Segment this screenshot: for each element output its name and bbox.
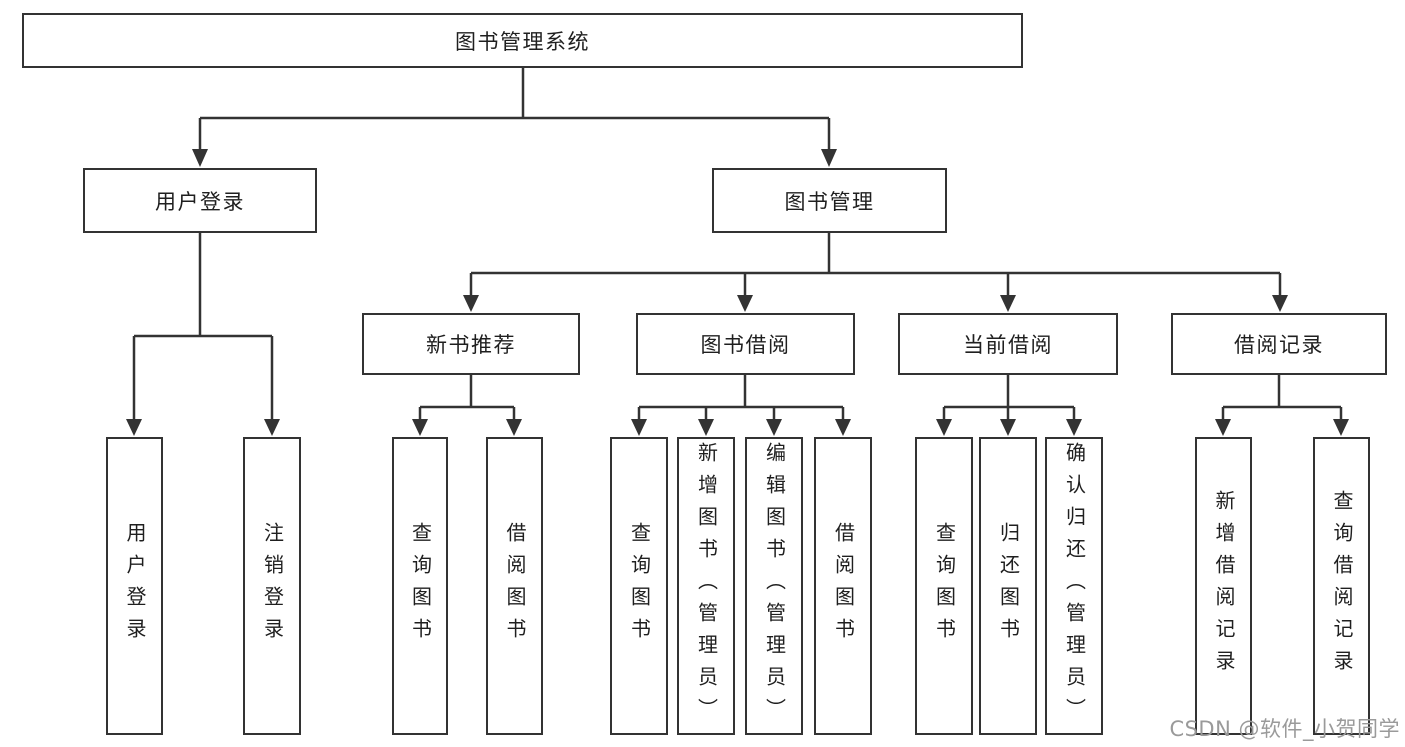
node-new-book-recommend: 新书推荐 (362, 313, 580, 375)
leaf-user-login: 用户登录 (106, 437, 163, 735)
leaf-query-books-recommend: 查询图书 (392, 437, 448, 735)
leaf-edit-books-admin-label: 编辑图书（管理员） (762, 442, 787, 730)
leaf-return-books: 归还图书 (979, 437, 1037, 735)
node-book-management-label: 图书管理 (784, 189, 875, 214)
leaf-query-books-recommend-label: 查询图书 (408, 522, 433, 650)
node-root: 图书管理系统 (22, 13, 1023, 68)
node-book-management: 图书管理 (712, 168, 947, 233)
node-borrowing-records-label: 借阅记录 (1234, 333, 1324, 357)
leaf-add-books-admin-label: 新增图书（管理员） (694, 442, 719, 730)
leaf-confirm-return-admin-label: 确认归还（管理员） (1062, 442, 1087, 730)
leaf-query-borrow-record-label: 查询借阅记录 (1330, 490, 1354, 682)
leaf-query-books-current: 查询图书 (915, 437, 973, 735)
node-current-borrowing-label: 当前借阅 (963, 333, 1053, 357)
node-borrowing-records: 借阅记录 (1171, 313, 1387, 375)
node-user-login-label: 用户登录 (155, 189, 245, 214)
leaf-logout-login: 注销登录 (243, 437, 301, 735)
leaf-logout-login-label: 注销登录 (260, 522, 285, 650)
node-user-login: 用户登录 (83, 168, 317, 233)
leaf-add-borrow-record-label: 新增借阅记录 (1212, 490, 1236, 682)
leaf-edit-books-admin: 编辑图书（管理员） (745, 437, 803, 735)
node-book-borrowing-label: 图书借阅 (700, 333, 791, 357)
leaf-query-books-current-label: 查询图书 (932, 522, 957, 650)
leaf-borrow-books-borrowing-label: 借阅图书 (831, 522, 856, 650)
leaf-return-books-label: 归还图书 (996, 522, 1021, 650)
leaf-query-books-borrowing: 查询图书 (610, 437, 668, 735)
leaf-query-books-borrowing-label: 查询图书 (627, 522, 652, 650)
leaf-borrow-books-recommend: 借阅图书 (486, 437, 543, 735)
leaf-user-login-label: 用户登录 (123, 522, 147, 650)
csdn-watermark: CSDN @软件_小贺同学 (1169, 717, 1400, 741)
node-book-borrowing: 图书借阅 (636, 313, 855, 375)
leaf-add-borrow-record: 新增借阅记录 (1195, 437, 1252, 735)
leaf-confirm-return-admin: 确认归还（管理员） (1045, 437, 1103, 735)
node-root-label: 图书管理系统 (455, 29, 590, 54)
node-new-book-recommend-label: 新书推荐 (426, 333, 516, 357)
node-current-borrowing: 当前借阅 (898, 313, 1118, 375)
connector-lines (132, 68, 1343, 421)
leaf-query-borrow-record: 查询借阅记录 (1313, 437, 1370, 735)
leaf-add-books-admin: 新增图书（管理员） (677, 437, 735, 735)
leaf-borrow-books-recommend-label: 借阅图书 (503, 522, 527, 650)
leaf-borrow-books-borrowing: 借阅图书 (814, 437, 872, 735)
